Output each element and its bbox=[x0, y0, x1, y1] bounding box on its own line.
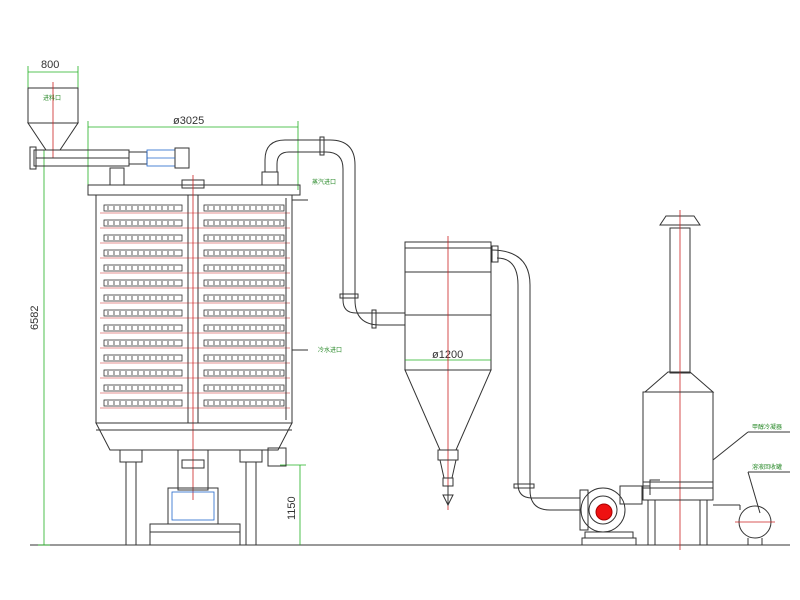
steam-inlet-label: 蒸汽进口 bbox=[312, 178, 336, 186]
dryer-plate bbox=[100, 264, 290, 274]
plate-dryer: 蒸汽进口 冷水进口 bbox=[87, 167, 342, 500]
dryer-plate bbox=[100, 309, 290, 319]
dryer-plate bbox=[100, 234, 290, 244]
dryer-plate bbox=[100, 279, 290, 289]
recovery-tank-label: 溶液回收罐 bbox=[752, 463, 782, 471]
dryer-plate bbox=[100, 354, 290, 364]
dim-dryer-diameter: ø3025 bbox=[87, 115, 299, 190]
condenser-tower: 甲醇冷凝器 溶液回收罐 bbox=[642, 210, 790, 550]
dryer-plate bbox=[100, 249, 290, 259]
feed-hopper: 进料口 bbox=[27, 82, 79, 158]
vapor-duct bbox=[264, 136, 405, 329]
screw-conveyor bbox=[29, 146, 190, 170]
dim-1150-text: 1150 bbox=[286, 496, 298, 520]
dim-800-text: 800 bbox=[41, 59, 59, 71]
cooler-label: 甲醇冷凝器 bbox=[752, 423, 782, 431]
dryer-plate bbox=[100, 369, 290, 379]
dryer-plates bbox=[100, 204, 290, 409]
dim-3025-text: ø3025 bbox=[173, 115, 204, 127]
dim-overall-height: 6582 bbox=[29, 149, 100, 546]
dryer-plate bbox=[100, 339, 290, 349]
dryer-plate bbox=[100, 204, 290, 214]
dryer-plate bbox=[100, 294, 290, 304]
recovery-tank bbox=[713, 504, 775, 545]
dim-6582-text: 6582 bbox=[29, 306, 41, 330]
cyclone-separator: ø1200 bbox=[404, 236, 492, 510]
cooling-water-label: 冷水进口 bbox=[318, 346, 342, 354]
dryer-plate bbox=[100, 219, 290, 229]
dryer-supports bbox=[119, 447, 287, 545]
dryer-plate bbox=[100, 384, 290, 394]
dryer-plate bbox=[100, 324, 290, 334]
drive-unit bbox=[149, 449, 241, 546]
induced-draft-fan bbox=[579, 485, 651, 546]
exhaust-duct bbox=[490, 245, 580, 511]
dryer-plate bbox=[100, 399, 290, 409]
feed-inlet-label: 进料口 bbox=[43, 94, 61, 102]
dim-hopper-width: 800 bbox=[27, 59, 79, 88]
fan-motor-icon bbox=[595, 503, 613, 521]
dim-base-height: 1150 bbox=[280, 464, 306, 545]
